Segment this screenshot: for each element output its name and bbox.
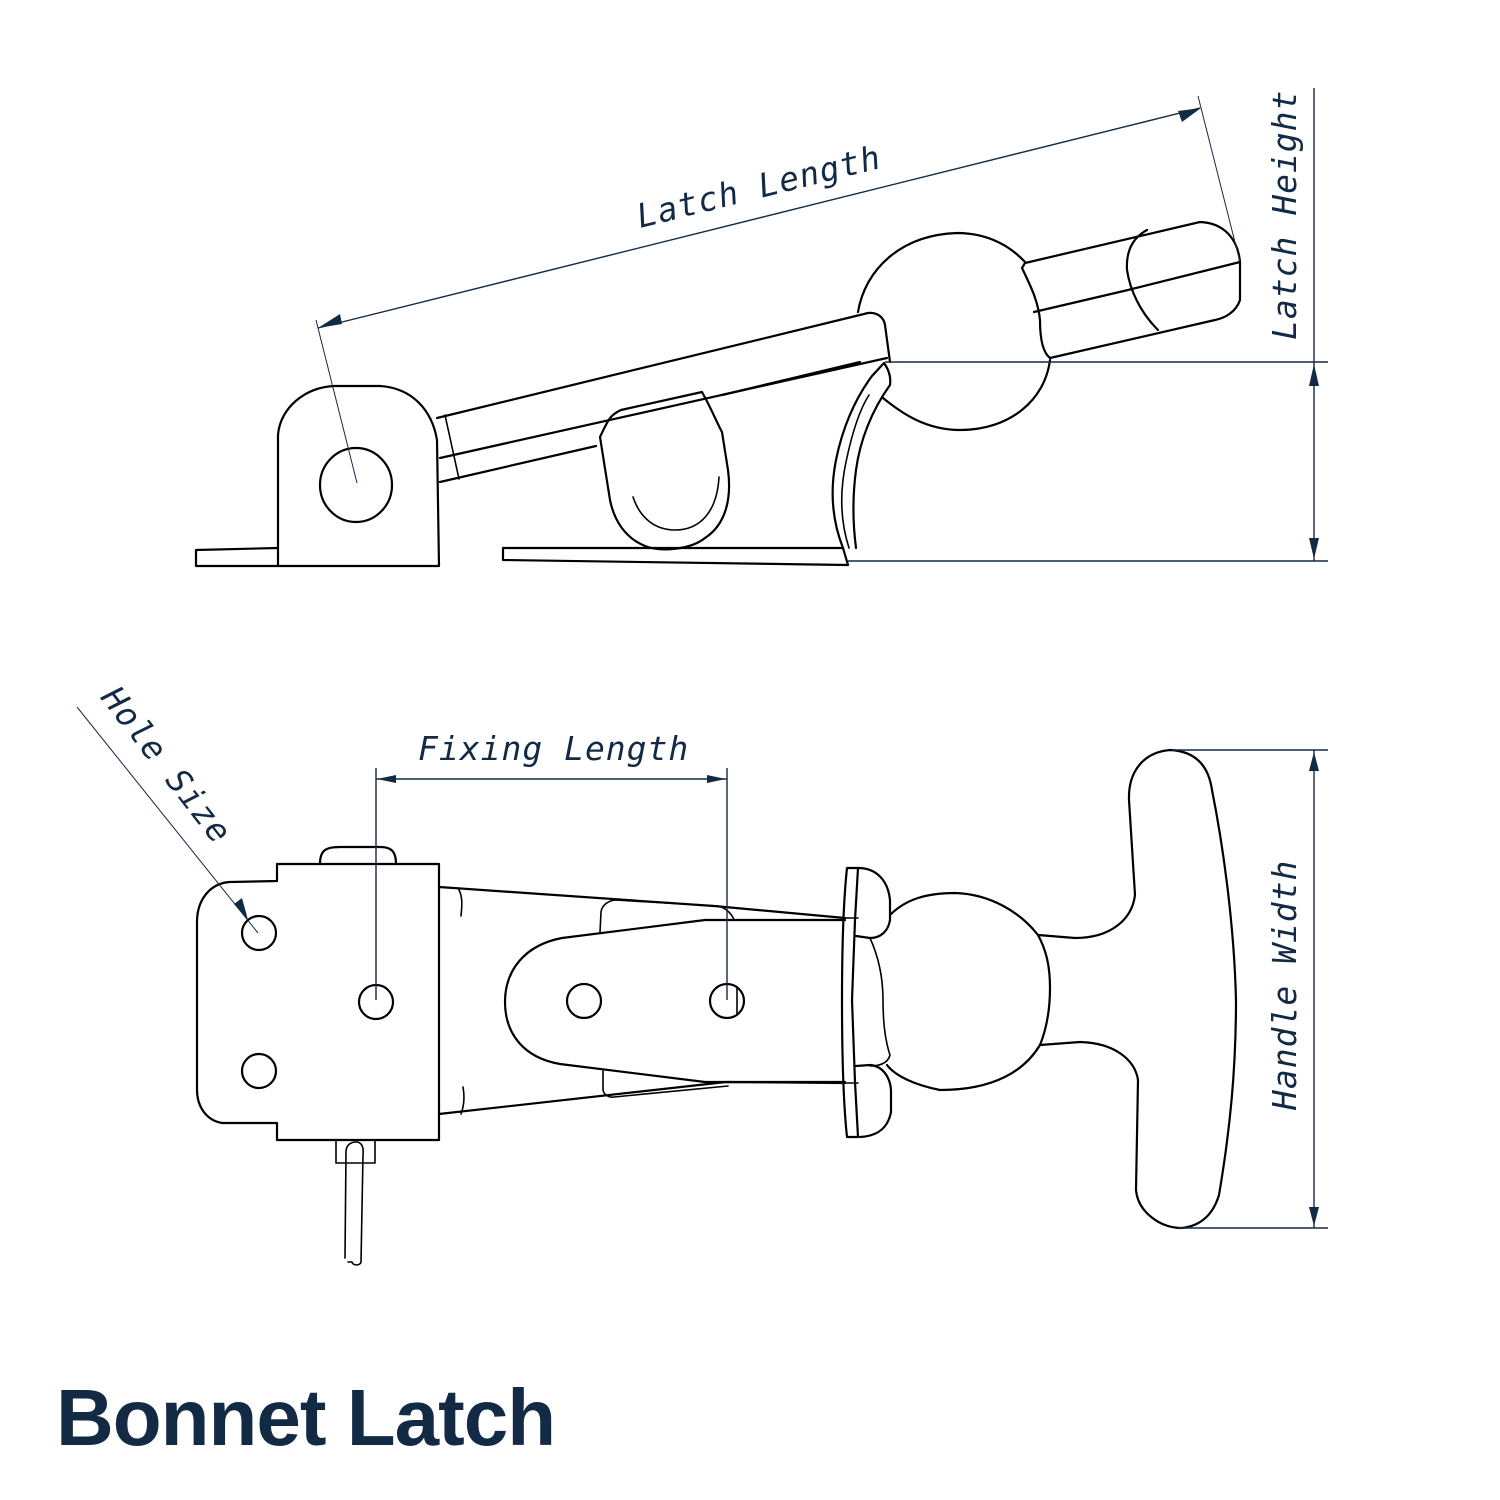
latch-arm [435, 311, 892, 420]
fixing-length-arrow-left [377, 775, 396, 783]
collar-upper-lobe [854, 866, 892, 940]
handle-end-cap [1125, 228, 1160, 332]
hole-size-arrow [234, 898, 248, 920]
latch-height-arrow-top [1309, 364, 1319, 386]
latch-length-ext-right [1197, 95, 1241, 263]
catch-loop [598, 390, 731, 551]
latch-height-label: Latch Height [1265, 90, 1304, 340]
latch-tongue [503, 918, 847, 1084]
handle-width-arrow-bottom [1309, 1207, 1319, 1226]
mounting-hole-top-left [240, 914, 278, 952]
base-bottom-tab [335, 1139, 376, 1164]
collar-middle [869, 937, 891, 1067]
arm-top [437, 885, 847, 920]
fixing-length-label: Fixing Length [418, 729, 689, 768]
latch-arm-lower [438, 360, 862, 484]
spring-clip-inner [841, 394, 870, 549]
knob-ball [856, 231, 1052, 432]
handle-stem [1020, 220, 1242, 360]
knob-ball-top [885, 891, 1042, 1092]
base-top-tab [318, 845, 398, 866]
pivot-block [276, 384, 441, 568]
latch-length-arrow-left [318, 314, 342, 328]
page-title: Bonnet Latch [56, 1373, 556, 1462]
side-view: Latch Length Latch Height [194, 88, 1328, 568]
mounting-hole-bottom-left [240, 1052, 278, 1090]
hole-size-label: Hole Size [93, 678, 240, 851]
collar-lower-lobe [854, 1063, 893, 1139]
handle-stem-mid [1032, 260, 1242, 314]
tongue-hole-inner [565, 982, 603, 1020]
hole-size-leader [76, 706, 259, 934]
latch-length-label: Latch Length [633, 137, 885, 235]
mounting-base [195, 862, 441, 1142]
arm-guide-top [599, 899, 735, 933]
top-view: Hole Size Fixing Length Handle Width [76, 678, 1328, 1266]
spring-clip [831, 361, 892, 550]
collar-stem [844, 917, 859, 1084]
collar-plate [840, 866, 860, 1139]
latch-arm-mid [438, 356, 889, 460]
t-handle [1036, 748, 1238, 1230]
safety-pin [344, 1141, 364, 1266]
fixing-length-arrow-right [707, 775, 726, 783]
handle-width-label: Handle Width [1265, 860, 1304, 1111]
latch-length-arrow-right [1178, 108, 1201, 122]
base-plate-right [501, 546, 850, 567]
latch-arm-end [444, 414, 460, 480]
arm-root-curves [457, 887, 465, 1115]
latch-length-ext-left [315, 319, 358, 484]
latch-height-arrow-bottom [1309, 538, 1319, 559]
latch-length-line [317, 107, 1201, 329]
handle-width-arrow-top [1309, 752, 1319, 771]
catch-loop-inner [632, 476, 720, 531]
arm-bottom [437, 1080, 847, 1116]
pivot-pin [318, 446, 394, 524]
base-plate-left [194, 546, 280, 568]
arm-guide-bottom [602, 1070, 729, 1098]
